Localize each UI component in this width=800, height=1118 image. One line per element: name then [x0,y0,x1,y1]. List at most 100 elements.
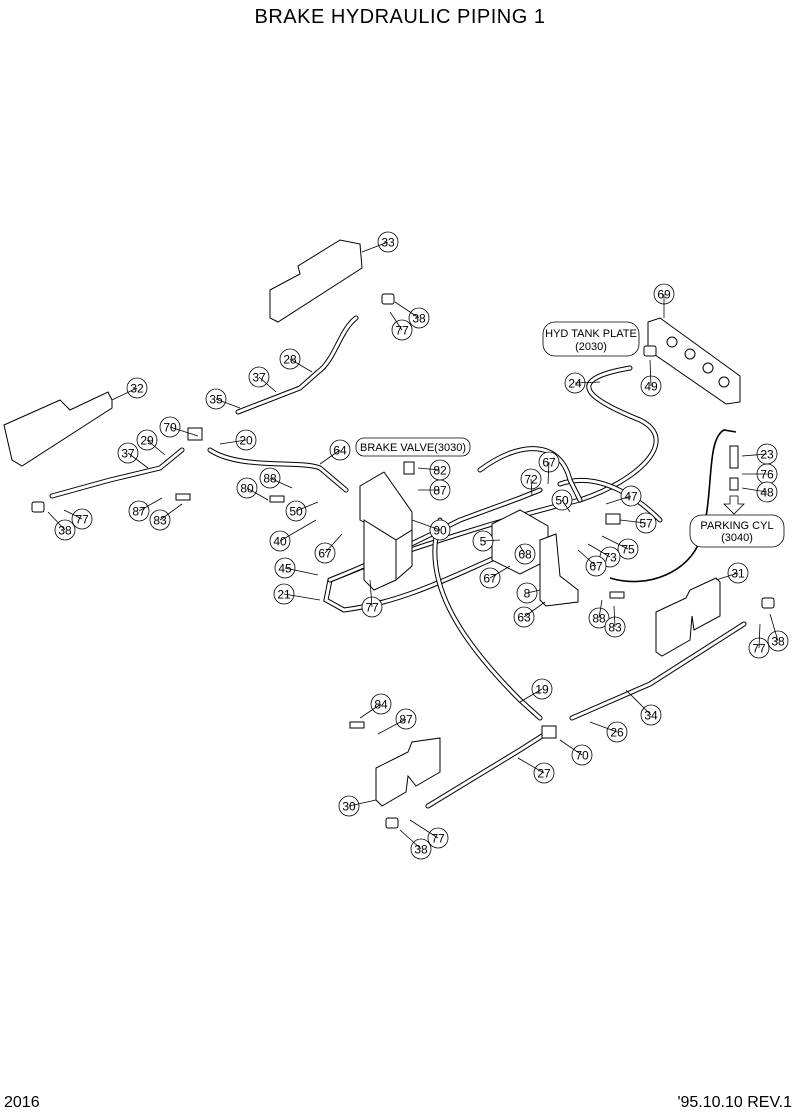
leader-line-34 [625,689,652,716]
leader-line-50 [561,499,571,513]
leader-line-29 [146,439,166,456]
part-number-label: 87 [132,505,146,519]
part-number-label: 19 [535,683,549,697]
leader-line-31 [715,572,739,581]
part-number-label: 5 [480,535,487,549]
part-number-label: 31 [731,567,745,581]
leader-line-88 [598,599,603,619]
part-number-label: 87 [433,484,447,498]
bracket-30 [375,737,441,807]
leader-line-68 [519,545,526,555]
part-number-label: 24 [568,377,582,391]
leader-line-88 [269,477,293,489]
leader-line-64 [319,449,341,465]
leader-line-38 [47,511,66,531]
leader-line-19 [519,688,543,703]
part-number-label: 76 [760,468,774,482]
leader-line-57 [619,519,647,524]
part-number-label: 32 [130,382,144,396]
part-number-label: 40 [273,535,287,549]
part-number-label: 87 [399,713,413,727]
leader-line-83 [159,503,183,521]
bracket-63 [539,533,579,607]
part-number-label: 47 [624,490,638,504]
leader-line-48 [741,487,768,493]
leader-line-50 [295,501,319,512]
leader-line-77 [409,819,439,839]
part-bubble-45: 45 [274,557,296,579]
leader-line-40 [279,519,317,542]
part-number-label: 83 [153,514,167,528]
part-number-label: 75 [621,543,635,557]
callout-hyd-tank-plate-line1: HYD TANK PLATE [545,328,637,340]
leader-line-83 [613,605,616,628]
part-number-label: 64 [333,444,347,458]
leader-line-84 [359,703,382,719]
part-number-label: 23 [760,448,774,462]
fittings [31,293,775,829]
part-number-label: 38 [412,312,426,326]
leader-line-32 [111,387,138,401]
page-number: 2016 [4,1094,40,1111]
part-number-label: 21 [277,588,291,602]
leader-line-90 [411,519,441,531]
part-number-label: 30 [342,800,356,814]
leader-line-30 [348,799,377,807]
leader-line-45 [284,567,319,576]
leader-line-23 [741,453,768,457]
leader-line-73 [587,543,611,558]
brake-valve [359,471,413,591]
leader-line-82 [417,467,441,471]
leader-line-38 [399,829,422,850]
part-number-label: 63 [517,611,531,625]
leader-line-38 [769,613,779,642]
leader-line-72 [530,478,533,497]
callout-parking-cyl-line2: (3040) [721,532,753,544]
leader-line-70 [559,739,583,756]
leader-line-70 [169,426,199,437]
leader-line-77 [758,623,761,649]
leader-line-38 [394,301,420,319]
leader-line-37 [258,376,277,393]
leader-line-67 [547,461,550,485]
leader-line-77 [389,311,403,331]
leader-line-77 [63,509,83,520]
part-number-label: 77 [75,513,89,527]
part-number-label: 49 [644,380,658,394]
part-number-label: 26 [610,726,624,740]
part-number-label: 57 [639,517,653,531]
part-number-label: 8 [524,587,531,601]
leader-line-27 [517,757,545,774]
leader-line-75 [601,535,629,550]
leader-line-67 [324,533,343,554]
part-number-label: 77 [395,324,409,338]
part-number-label: 83 [608,621,622,635]
leader-line-8 [526,589,541,594]
page-title: BRAKE HYDRAULIC PIPING 1 [254,6,546,28]
leader-line-20 [219,439,247,445]
callout-parking-cyl-line1: PARKING CYL [700,520,773,532]
callout-brake-valve-text: BRAKE VALVE(3030) [360,442,466,454]
callout-hyd-tank-plate: HYD TANK PLATE (2030) [542,321,640,357]
leader-line-37 [127,452,149,469]
part-number-label: 67 [318,547,332,561]
part-bubble-37: 37 [117,442,139,464]
part-number-label: 70 [163,421,177,435]
leader-line-21 [283,593,321,601]
part-bubble-40: 40 [269,530,291,552]
part-number-label: 48 [760,486,774,500]
hoses [49,315,747,809]
leader-line-67 [577,549,597,567]
part-number-label: 77 [365,601,379,615]
part-number-label: 84 [374,698,388,712]
part-number-label: 77 [431,832,445,846]
leader-line-87 [138,497,163,512]
cover-plate-33 [269,239,363,323]
leader-line-26 [589,721,618,733]
leader-line-35 [215,398,241,409]
part-number-label: 90 [433,524,447,538]
leader-line-77 [369,579,373,608]
callout-parking-cyl: PARKING CYL (3040) [689,514,785,548]
part-number-label: 20 [239,434,253,448]
